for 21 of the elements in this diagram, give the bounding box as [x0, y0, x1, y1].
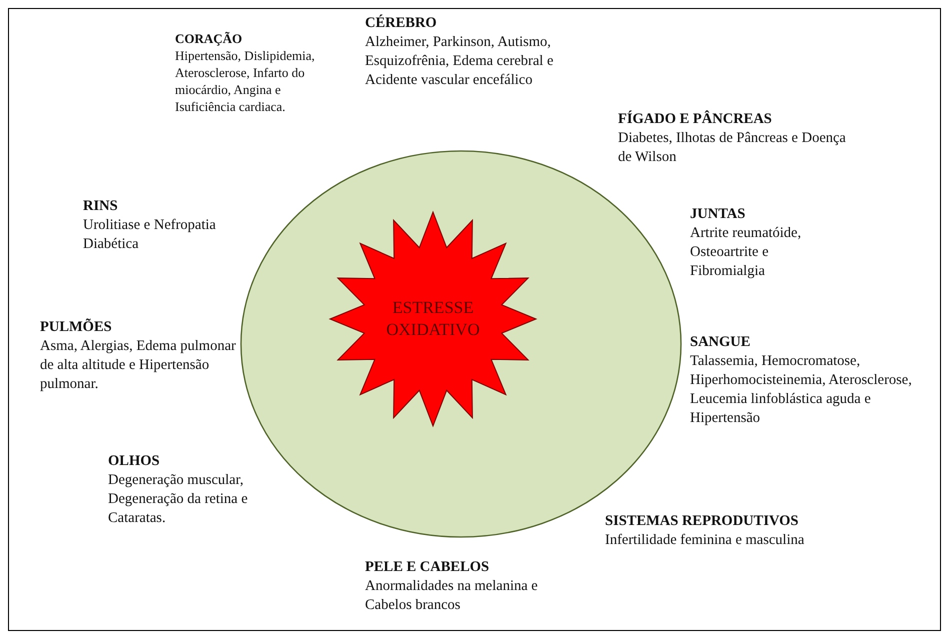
- disease-list: Artrite reumatóide, Osteoartrite e Fibromialgia: [690, 224, 840, 281]
- disease-list: Infertilidade feminina e masculina: [605, 531, 905, 550]
- organ-heading: PELE E CABELOS: [365, 558, 490, 577]
- disease-list: Urolitiase e Nefropatia Diabética: [83, 216, 258, 254]
- organ-heading: SANGUE: [690, 333, 752, 352]
- disease-list: Asma, Alergias, Edema pulmonar de alta altitude e Hipertensão pulmonar.: [40, 337, 240, 394]
- organ-heading: FÍGADO E PÂNCREAS: [618, 110, 773, 129]
- organ-heading: OLHOS: [108, 452, 161, 471]
- disease-list: Anormalidades na melanina e Cabelos brancos: [365, 577, 570, 615]
- organ-heading: CÉREBRO: [365, 14, 438, 33]
- disease-list: Alzheimer, Parkinson, Autismo, Esquizofrênia, Edema cerebral e Acidente vascular encefálico: [365, 33, 580, 90]
- organ-heading: CORAÇÃO: [175, 30, 244, 47]
- organ-heading: SISTEMAS REPRODUTIVOS: [605, 512, 800, 531]
- disease-list: Degeneração muscular, Degeneração da retina e Cataratas.: [108, 471, 298, 528]
- organ-heading: RINS: [83, 197, 119, 216]
- disease-list: Diabetes, Ilhotas de Pâncreas e Doença de Wilson: [618, 129, 858, 167]
- center-label: ESTRESSE OXIDATIVO: [385, 297, 481, 341]
- organ-heading: JUNTAS: [690, 205, 746, 224]
- organ-heading: PULMÕES: [40, 318, 113, 337]
- disease-list: Talassemia, Hemocromatose, Hiperhomocisteinemia, Aterosclerose, Leucemia linfoblástica aguda e Hipertensão: [690, 352, 925, 428]
- disease-list: Hipertensão, Dislipidemia, Aterosclerose, Infarto do miocárdio, Angina e Isuficiência cardiaca.: [175, 47, 325, 115]
